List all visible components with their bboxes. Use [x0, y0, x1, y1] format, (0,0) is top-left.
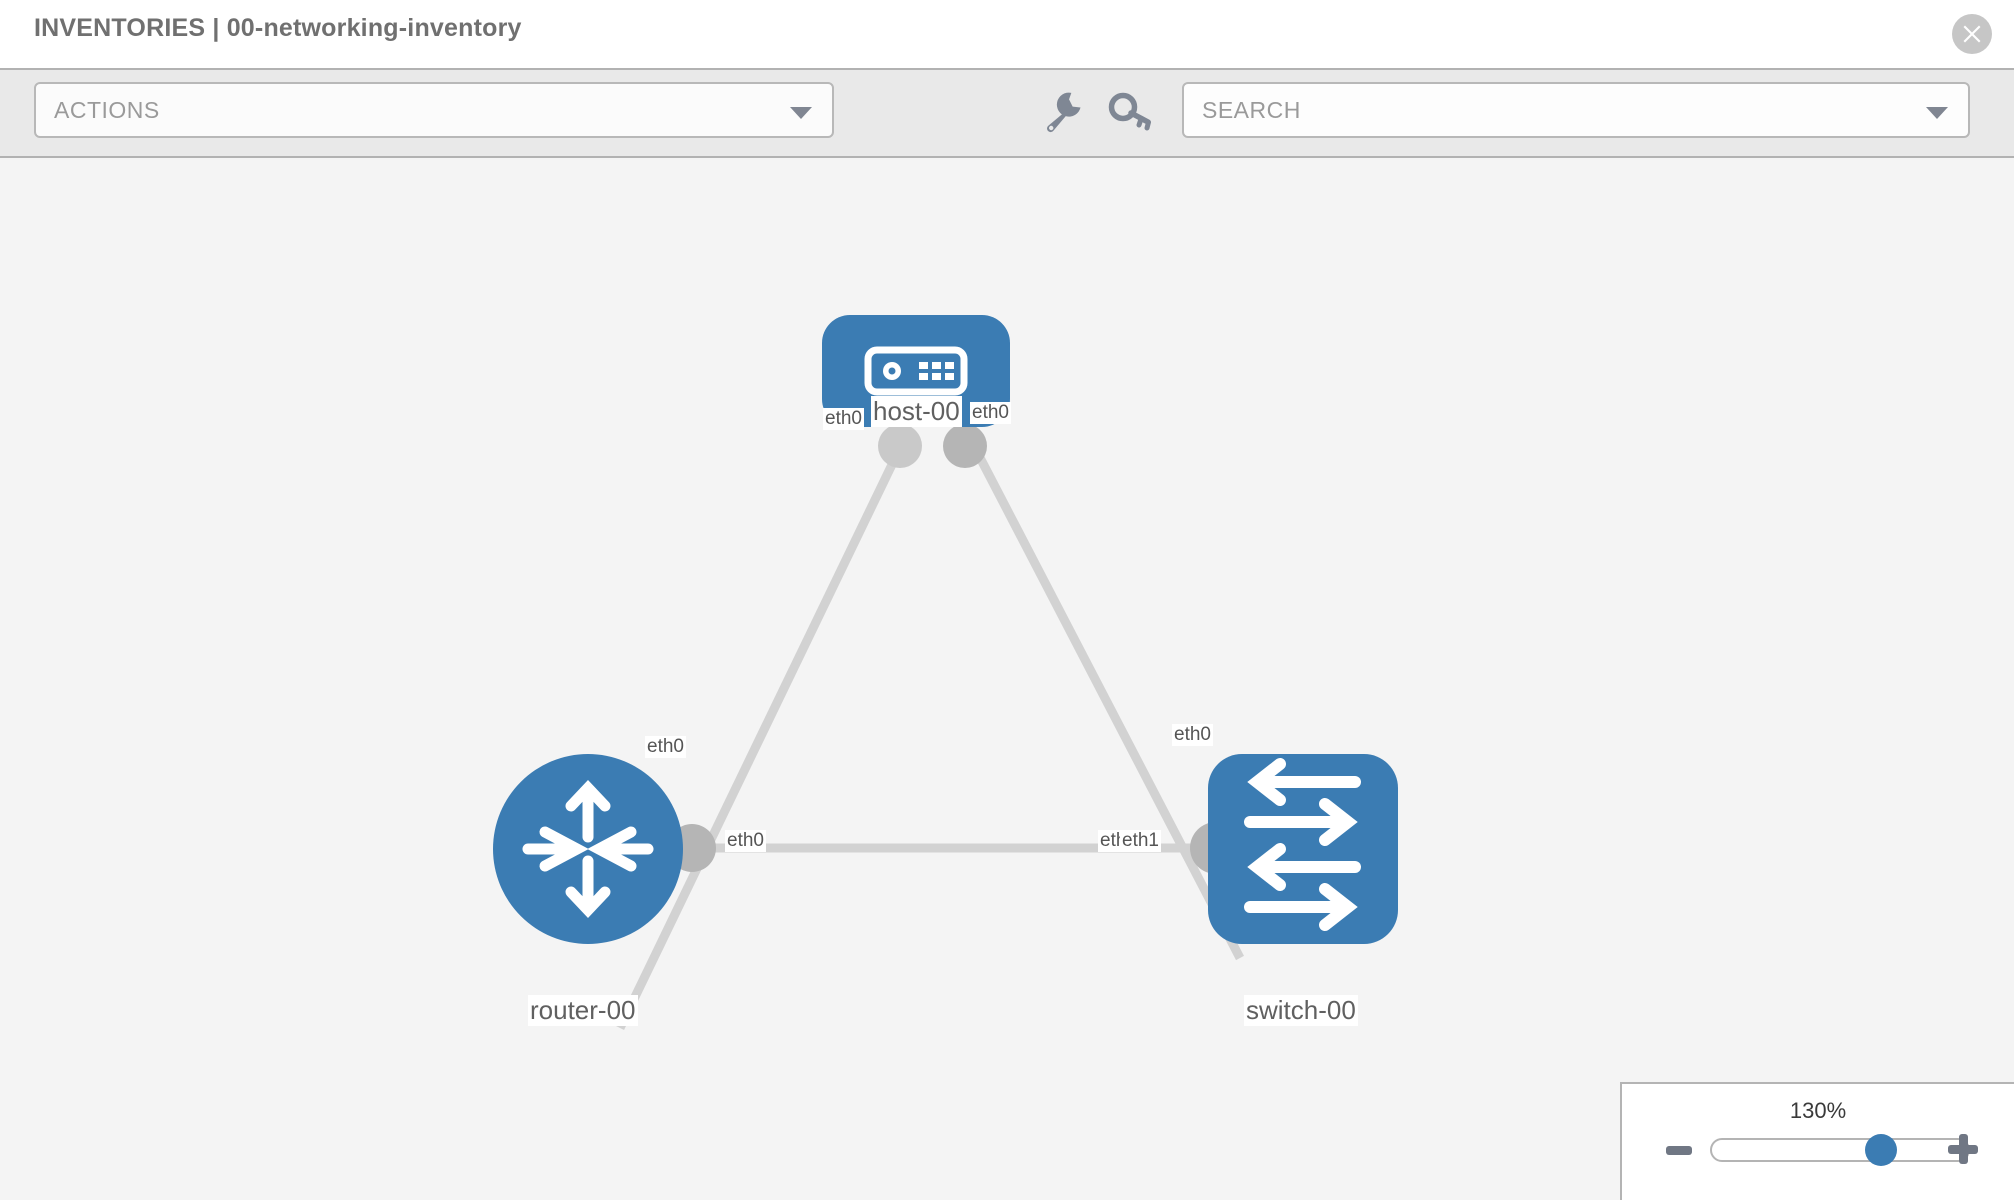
node-label-host-00: host-00 [871, 396, 962, 427]
switch-arrows-icon [1244, 758, 1361, 931]
page-title: INVENTORIES | 00-networking-inventory [34, 14, 522, 42]
key-icon[interactable] [1108, 90, 1154, 134]
iface-label-router-eth0-up: eth0 [645, 736, 686, 758]
node-router-00[interactable] [493, 754, 683, 944]
chevron-down-icon [1926, 107, 1948, 119]
zoom-out-button[interactable] [1666, 1146, 1692, 1155]
iface-label-switch-eth1: eth1 [1120, 830, 1161, 852]
interface-connectors [668, 424, 1264, 874]
connector-host-eth0-right[interactable] [943, 424, 987, 468]
actions-dropdown[interactable]: ACTIONS [34, 82, 834, 138]
zoom-slider-handle[interactable] [1865, 1134, 1898, 1166]
connector-host-eth0-left[interactable] [878, 424, 922, 468]
iface-label-host-eth0-left: eth0 [823, 408, 864, 430]
search-placeholder: SEARCH [1202, 97, 1301, 123]
iface-label-router-eth0-right: eth0 [725, 830, 766, 852]
zoom-in-button[interactable] [1948, 1134, 1978, 1164]
actions-dropdown-label: ACTIONS [54, 97, 160, 123]
page-header: INVENTORIES | 00-networking-inventory [0, 0, 2014, 68]
iface-label-host-eth0-right: eth0 [970, 402, 1011, 424]
wrench-icon[interactable] [1040, 90, 1086, 134]
edge-host-router[interactable] [615, 446, 905, 1030]
search-input[interactable]: SEARCH [1182, 82, 1970, 138]
node-host-00[interactable] [822, 315, 1010, 427]
node-switch-00[interactable] [1208, 754, 1398, 944]
zoom-control-panel: 130% [1620, 1082, 2014, 1200]
iface-label-switch-eth0-up: eth0 [1172, 724, 1213, 746]
server-icon [864, 346, 968, 396]
zoom-percent-label: 130% [1789, 1098, 1847, 1123]
router-arrows-icon [522, 779, 654, 919]
topology-graph [493, 315, 1398, 1030]
node-label-switch-00: switch-00 [1244, 995, 1358, 1026]
close-icon[interactable] [1952, 14, 1992, 54]
toolbar: ACTIONS SEARCH [0, 68, 2014, 158]
topology-edges [615, 445, 1250, 1030]
topology-canvas[interactable]: host-00 router-00 switch-00 eth0 eth0 et… [0, 158, 2014, 1200]
chevron-down-icon [790, 107, 812, 119]
edge-host-switch[interactable] [971, 445, 1244, 961]
zoom-slider-track[interactable] [1710, 1138, 1970, 1162]
node-label-router-00: router-00 [528, 995, 638, 1026]
